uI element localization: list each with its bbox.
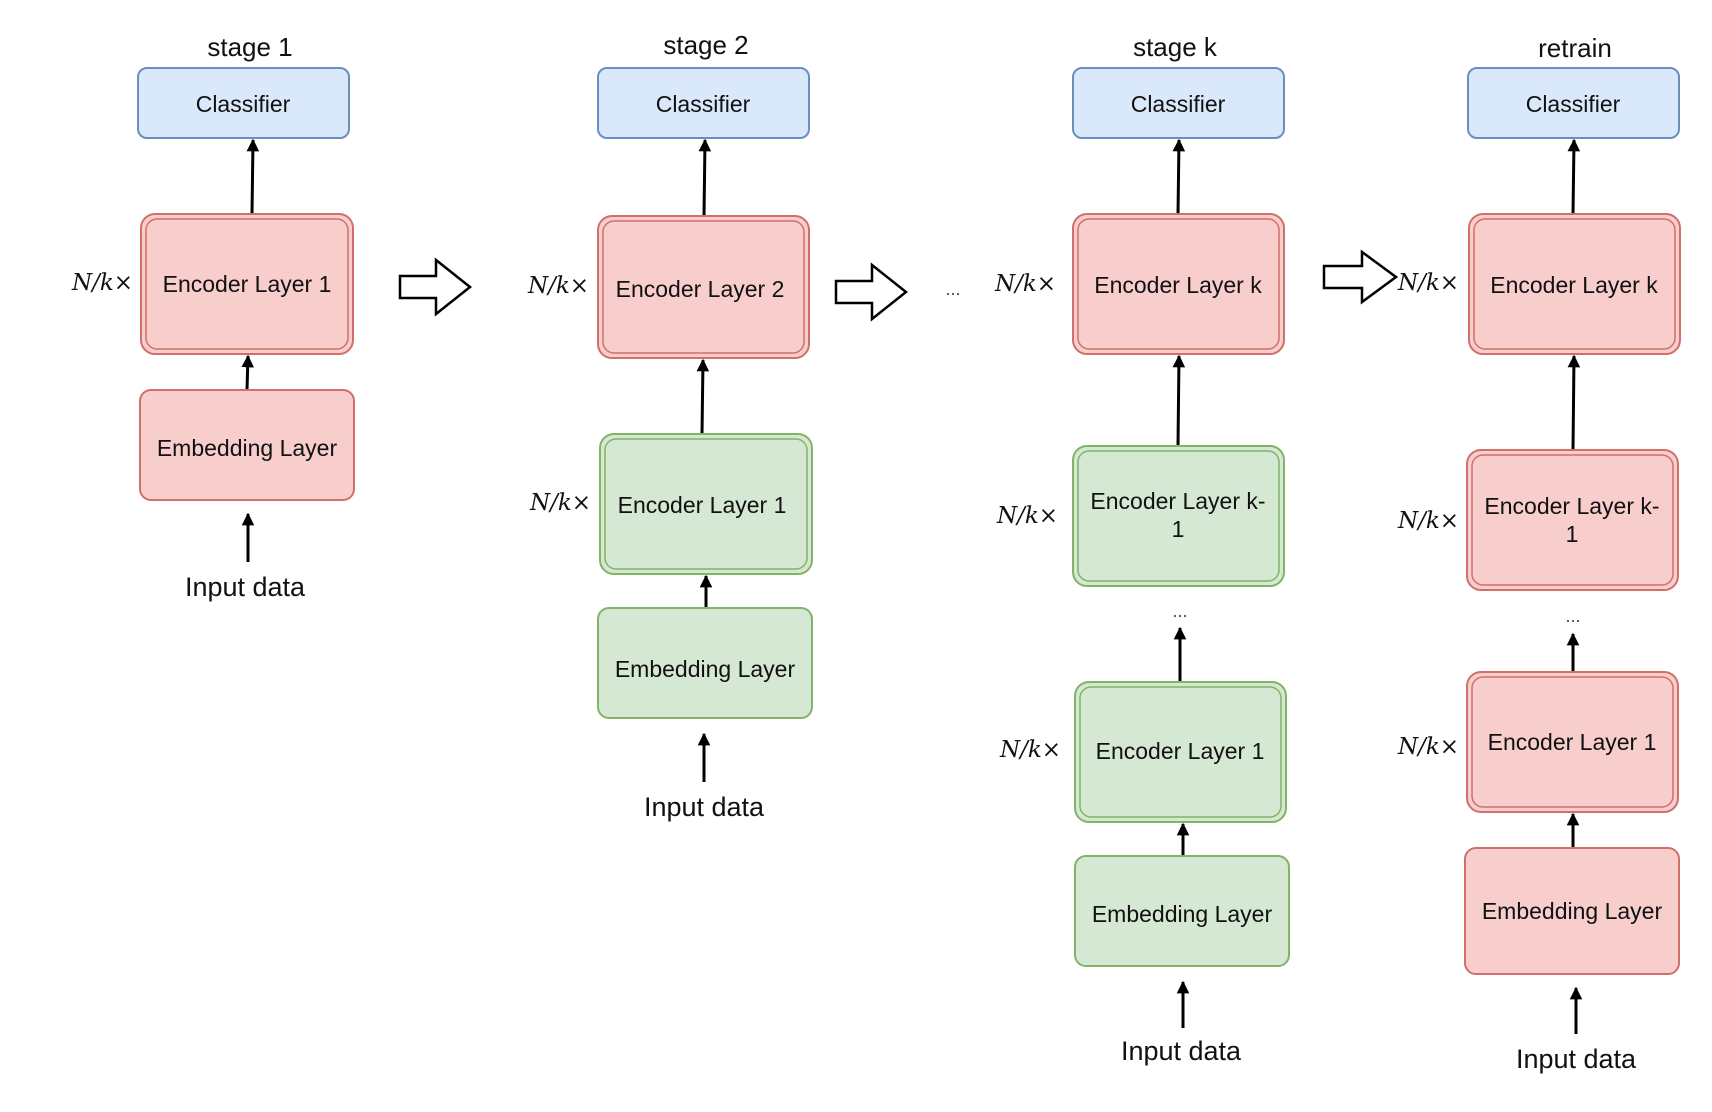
stage-1: stage 1 Classifier Encoder Layer 1 N/k× …	[71, 32, 355, 602]
stage-transition-arrow	[834, 262, 909, 322]
multiplier-label: N/k×	[1397, 508, 1459, 534]
multiplier-label: N/k×	[527, 273, 589, 299]
classifier-label: Classifier	[1526, 91, 1621, 117]
encoder-box	[1074, 681, 1287, 823]
classifier-box	[137, 67, 350, 139]
encoder-label: Encoder Layer 2	[616, 276, 785, 302]
arrow-up	[246, 138, 260, 215]
embedding-box	[1074, 855, 1290, 967]
classifier-label: Classifier	[196, 91, 291, 117]
input-label: Input data	[1516, 1044, 1637, 1074]
encoder-box	[1466, 671, 1679, 813]
multiplier-label: N/k×	[1397, 734, 1459, 760]
ellipsis-label: ...	[1565, 606, 1580, 626]
encoder-box-inner	[1077, 218, 1280, 350]
encoder-box-inner	[145, 218, 349, 350]
multiplier-label: N/k×	[529, 490, 591, 516]
classifier-box	[1467, 67, 1680, 139]
encoder-label: Encoder Layer 1	[163, 271, 332, 297]
embedding-label: Embedding Layer	[615, 656, 796, 682]
encoder-box	[1468, 213, 1681, 355]
encoder-label: Encoder Layer 1	[618, 492, 787, 518]
multiplier-label: N/k×	[994, 271, 1056, 297]
classifier-box	[1072, 67, 1285, 139]
stage-title: stage 1	[207, 32, 292, 62]
encoder-box	[1072, 213, 1285, 355]
embedding-box	[1464, 847, 1680, 975]
encoder-box-inner	[1079, 686, 1282, 818]
embedding-label: Embedding Layer	[1482, 898, 1663, 924]
arrow-up	[696, 358, 710, 435]
encoder-box-inner	[1471, 454, 1674, 586]
encoder-box-inner	[1077, 450, 1280, 582]
stage-2: stage 2 Classifier Encoder Layer 2 N/k× …	[527, 30, 813, 822]
ellipsis-label: ...	[945, 279, 960, 299]
classifier-label: Classifier	[1131, 91, 1226, 117]
embedding-box	[597, 607, 813, 719]
encoder-label: Encoder Layer k	[1094, 272, 1262, 298]
encoder-box-inner	[604, 438, 808, 570]
input-label: Input data	[644, 792, 765, 822]
multiplier-label: N/k×	[1397, 270, 1459, 296]
encoder-box	[599, 433, 813, 575]
encoder-label: Encoder Layer k-1	[1484, 493, 1659, 547]
embedding-box	[139, 389, 355, 501]
encoder-label: Encoder Layer 1	[1488, 729, 1657, 755]
encoder-box	[1466, 449, 1679, 591]
multiplier-label: N/k×	[999, 737, 1061, 763]
encoder-box	[597, 215, 810, 359]
ellipsis-label: ...	[1172, 601, 1187, 621]
stage-title: retrain	[1538, 33, 1612, 63]
input-label: Input data	[1121, 1036, 1242, 1066]
stage-title: stage 2	[663, 30, 748, 60]
encoder-box	[140, 213, 354, 355]
encoder-box-inner	[1471, 676, 1674, 808]
stage-transition-arrow	[1322, 249, 1399, 305]
encoder-box-inner	[602, 220, 805, 354]
arrow-up	[1172, 354, 1186, 447]
encoder-label: Encoder Layer k-1	[1090, 488, 1265, 542]
classifier-label: Classifier	[656, 91, 751, 117]
arrow-up	[1567, 138, 1581, 215]
stage-k: stage k Classifier Encoder Layer k N/k× …	[994, 32, 1290, 1066]
stage-transition-arrow	[398, 257, 473, 317]
classifier-box	[597, 67, 810, 139]
encoder-label: Encoder Layer 1	[1096, 738, 1265, 764]
multiplier-label: N/k×	[996, 503, 1058, 529]
multiplier-label: N/k×	[71, 270, 133, 296]
arrow-up	[241, 354, 254, 391]
arrow-up	[1567, 354, 1581, 451]
encoder-box	[1072, 445, 1285, 587]
stage-title: stage k	[1133, 32, 1218, 62]
encoder-box-inner	[1473, 218, 1676, 350]
input-label: Input data	[185, 572, 306, 602]
embedding-label: Embedding Layer	[1092, 901, 1273, 927]
encoder-label: Encoder Layer k	[1490, 272, 1658, 298]
stage-retrain: retrain Classifier Encoder Layer k N/k× …	[1397, 33, 1681, 1074]
arrow-up	[698, 138, 712, 217]
embedding-label: Embedding Layer	[157, 435, 338, 461]
arrow-up	[1172, 138, 1186, 215]
